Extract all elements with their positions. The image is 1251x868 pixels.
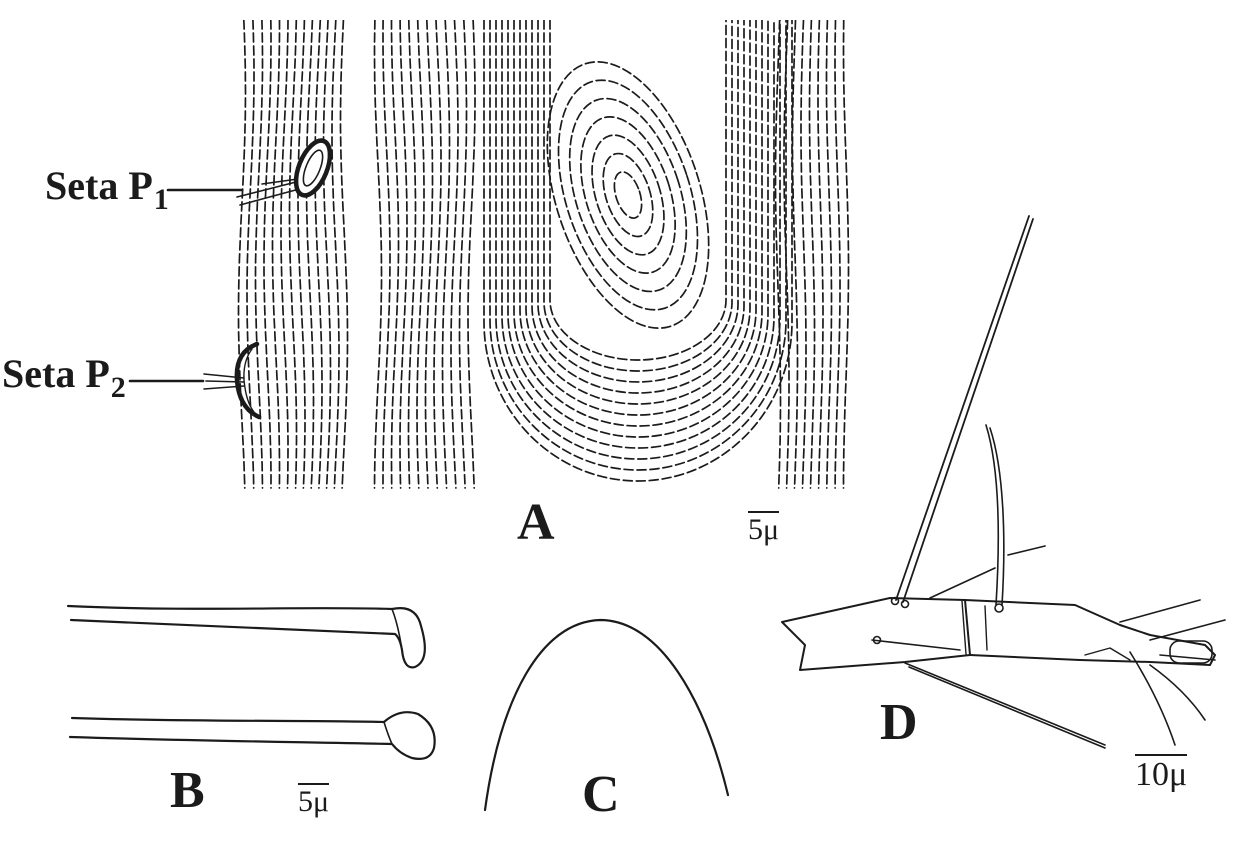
- cuticle-stria: [817, 20, 824, 489]
- leg-claw: [1169, 640, 1213, 664]
- cuticle-stria: [568, 97, 688, 293]
- cuticle-stria: [543, 20, 733, 372]
- cuticle-stria: [237, 20, 247, 489]
- panel-d-leg: [781, 215, 1226, 749]
- cuticle-stria: [834, 20, 841, 489]
- seta-p2-label: Seta P2: [2, 351, 126, 403]
- leg-segment-basal: [781, 597, 971, 671]
- rod-lower-knob-line: [383, 721, 393, 745]
- seta-p1: [166, 138, 333, 206]
- cuticle-stria: [322, 20, 332, 489]
- leg-long-seta: [895, 215, 1034, 603]
- panel-b-rods: [66, 604, 436, 760]
- panel-d-label: D: [880, 694, 918, 751]
- seta-p1-subscript: 1: [153, 183, 169, 216]
- seta-p2: [128, 341, 262, 420]
- cuticle-stria: [416, 20, 425, 489]
- cuticle-stria: [580, 116, 676, 274]
- cuticle-stria: [390, 20, 400, 489]
- cuticle-stria: [314, 20, 323, 489]
- cuticle-stria: [339, 20, 349, 489]
- cuticle-stria: [254, 20, 264, 489]
- cuticle-stria: [546, 61, 710, 329]
- cuticle-stria: [458, 20, 468, 489]
- cuticle-stria: [382, 20, 391, 489]
- leg-dorsal-seta: [985, 424, 1005, 606]
- seta-p2-label-text: Seta P: [2, 351, 110, 396]
- cuticle-stria: [433, 20, 442, 489]
- cuticle-stria: [774, 20, 782, 489]
- panel-a-scale-bar: 5μ: [748, 511, 780, 546]
- cuticle-stria: [288, 20, 298, 489]
- seta-p2-subscript: 2: [110, 371, 126, 404]
- cuticle-stria: [489, 20, 787, 471]
- panel-d-scale-bar: 10μ: [1135, 754, 1188, 793]
- leg-joint-lines: [961, 600, 988, 655]
- cuticle-stria: [613, 171, 643, 219]
- seta-p2-socket: [234, 341, 262, 420]
- cuticle-stria: [495, 20, 781, 460]
- cuticle-stria: [808, 20, 816, 489]
- cuticle-stria: [531, 20, 745, 394]
- seta-p1-socket: [293, 138, 333, 198]
- cuticle-stria: [441, 20, 451, 489]
- cuticle-stria: [525, 20, 751, 405]
- rod-upper-knob-line: [391, 608, 403, 651]
- cuticle-stria: [537, 20, 739, 383]
- cuticle-stria: [399, 20, 408, 489]
- leg-seta-socket: [994, 603, 1004, 613]
- cuticle-stria: [501, 20, 775, 449]
- leg-seta-socket: [890, 596, 900, 606]
- panel-a-striae: [237, 20, 850, 489]
- cuticle-stria: [407, 20, 417, 489]
- cuticle-stria: [271, 20, 281, 489]
- cuticle-stria: [791, 20, 799, 489]
- cuticle-stria: [280, 20, 289, 489]
- panel-b-scale-bar: 5μ: [298, 783, 330, 818]
- cuticle-stria: [557, 79, 699, 311]
- leg-seta-socket: [900, 599, 910, 609]
- cuticle-stria: [602, 152, 654, 238]
- cuticle-stria: [331, 20, 340, 489]
- panel-c-outline: [483, 618, 730, 812]
- cuticle-stria: [246, 20, 255, 489]
- leg-minor-setae: [871, 545, 1226, 746]
- cuticle-stria: [507, 20, 769, 438]
- cuticle-stria: [591, 134, 665, 256]
- cuticle-stria: [467, 20, 476, 489]
- cuticle-stria: [297, 20, 306, 489]
- cuticle-stria: [373, 20, 383, 489]
- cuticle-stria: [305, 20, 315, 489]
- seta-p1-label-text: Seta P: [45, 163, 153, 208]
- cuticle-stria: [483, 20, 793, 482]
- panel-b-label: B: [170, 762, 205, 819]
- cuticle-stria: [450, 20, 459, 489]
- panel-c-label: C: [582, 766, 620, 823]
- leg-ventral-seta: [904, 662, 1106, 749]
- cuticle-stria: [263, 20, 272, 489]
- cuticle-stria: [513, 20, 763, 427]
- seta-p1-socket-inner: [302, 149, 324, 187]
- cuticle-stria: [424, 20, 434, 489]
- rod-lower: [68, 711, 436, 760]
- rod-upper: [66, 604, 426, 669]
- cuticle-stria: [800, 20, 807, 489]
- panel-a-label: A: [517, 494, 555, 551]
- seta-p1-label: Seta P1: [45, 163, 169, 215]
- leg-segment-distal: [964, 599, 1216, 666]
- seta-p2-socket-inner: [243, 348, 255, 413]
- cuticle-stria: [842, 20, 850, 489]
- cuticle-stria: [825, 20, 833, 489]
- cuticle-stria: [519, 20, 757, 416]
- cuticle-stria: [549, 20, 727, 361]
- leg-seta-socket: [872, 635, 882, 645]
- leg-detail: [1084, 647, 1131, 661]
